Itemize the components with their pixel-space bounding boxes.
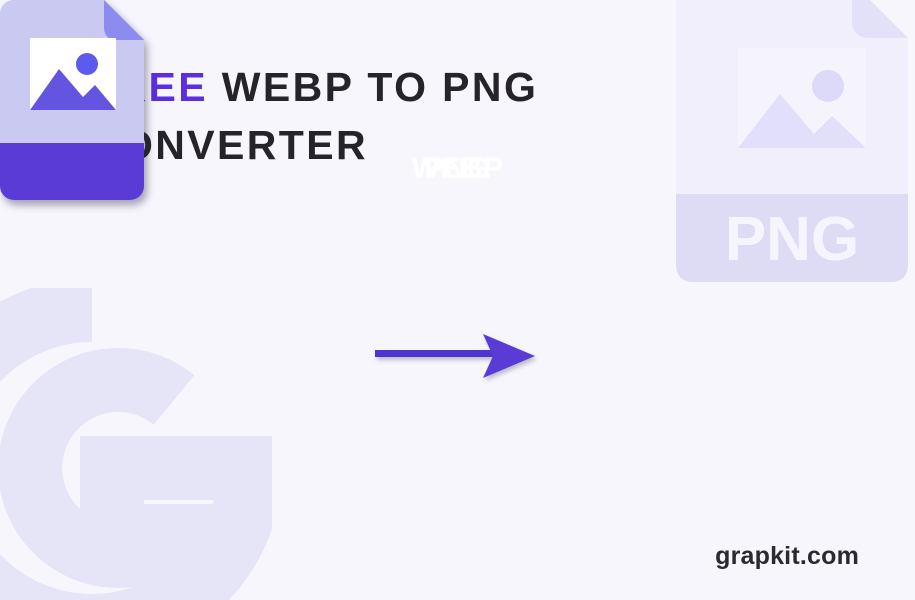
right-arrow-icon [375,334,535,378]
brand-watermark: grapkit.com [715,542,859,570]
page-title: FREE WEBP TO PNG CONVERTER [89,58,709,174]
image-placeholder-icon [30,38,116,110]
target-file-card-png: PNG [0,0,490,400]
title-rest-line1: WEBP TO PNG [221,64,539,110]
png-watermark-label: PNG [725,205,859,274]
png-file-watermark-icon: PNG [676,0,908,282]
png-file-icon [0,0,144,200]
